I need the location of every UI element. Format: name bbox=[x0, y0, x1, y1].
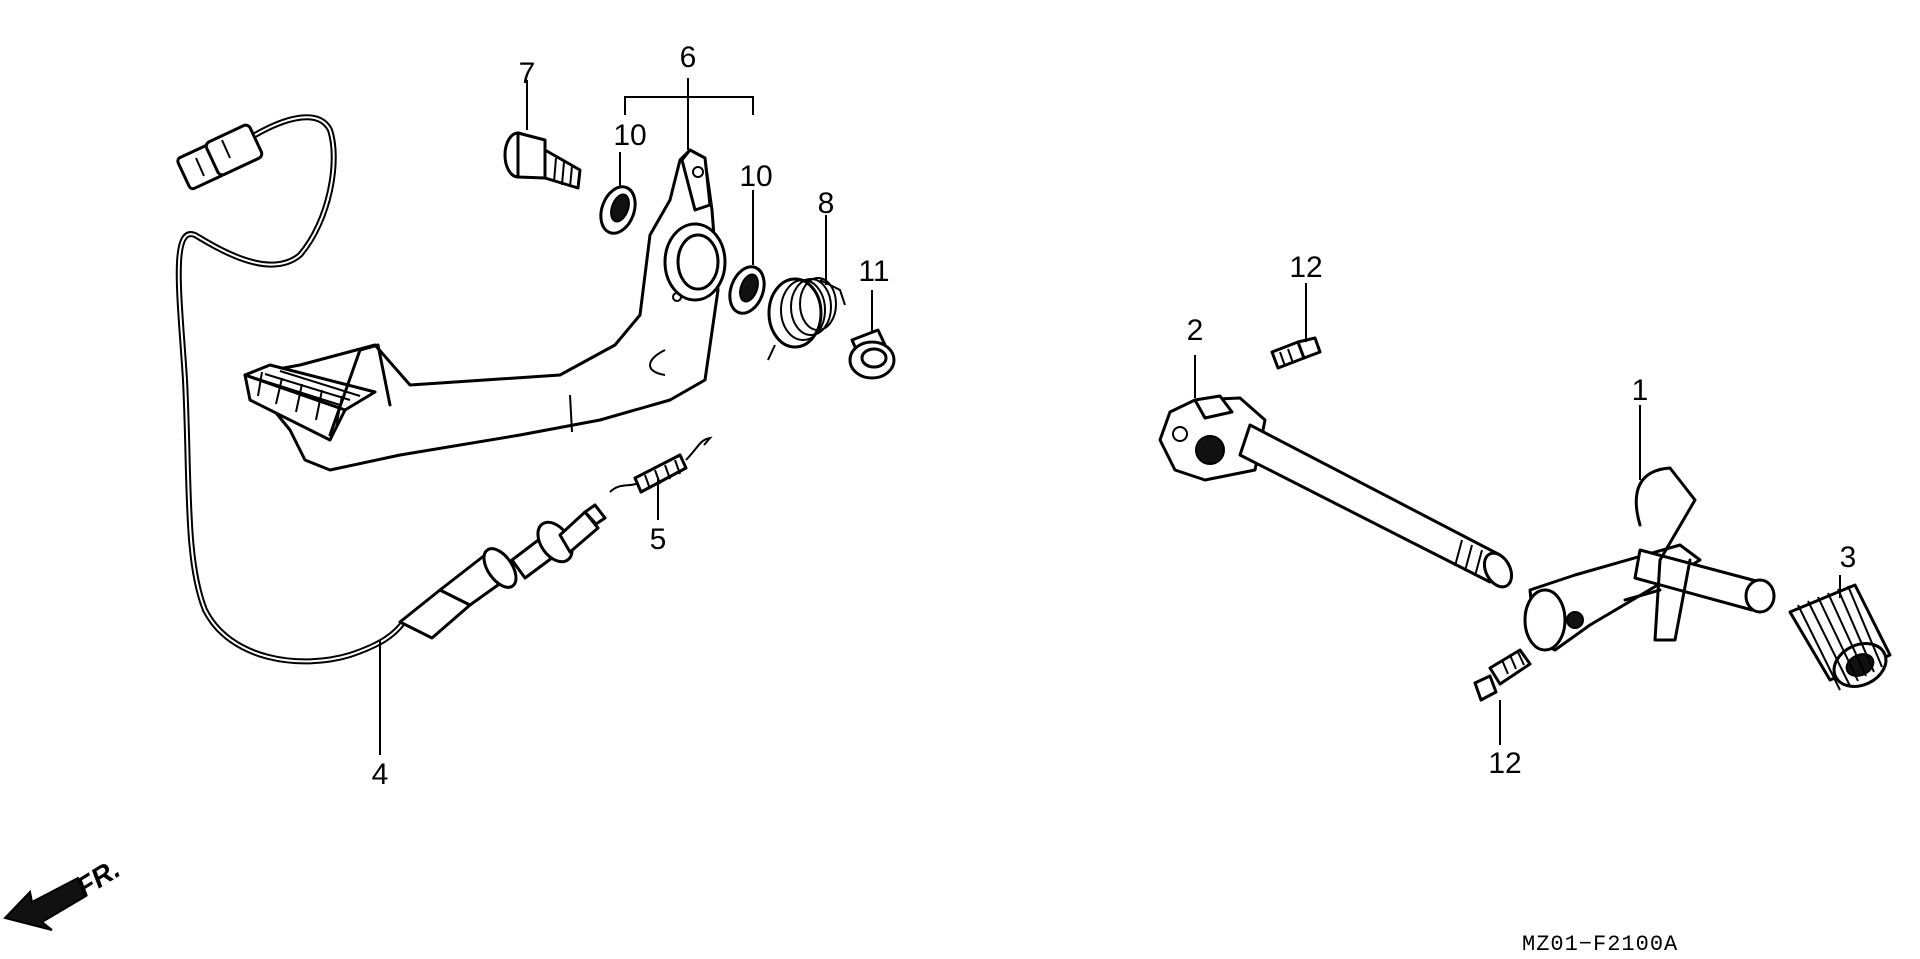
callout-7: 7 bbox=[519, 57, 536, 90]
callout-12-upper: 12 bbox=[1289, 251, 1322, 284]
oil-seal-left bbox=[599, 185, 637, 235]
pedal-spring bbox=[609, 436, 713, 494]
oil-seal-right bbox=[728, 265, 766, 315]
callout-10-left: 10 bbox=[613, 119, 646, 152]
callout-10-right: 10 bbox=[739, 160, 772, 193]
diagram-code: MZ01−F2100A bbox=[1522, 932, 1678, 957]
pivot-bolt bbox=[503, 131, 582, 190]
callout-12-lower: 12 bbox=[1488, 747, 1521, 780]
callout-1: 1 bbox=[1632, 374, 1649, 407]
front-direction-indicator: FR. bbox=[3, 853, 125, 931]
callout-6: 6 bbox=[680, 41, 697, 74]
callout-2: 2 bbox=[1187, 314, 1204, 347]
brake-pedal bbox=[243, 148, 727, 472]
callout-5: 5 bbox=[650, 523, 667, 556]
return-spring bbox=[767, 277, 846, 361]
flange-bolt-lower bbox=[1473, 648, 1532, 702]
callout-8: 8 bbox=[818, 187, 835, 220]
rubber-peg bbox=[1788, 583, 1892, 691]
callout-11: 11 bbox=[858, 255, 889, 288]
flange-bolt-upper bbox=[1270, 336, 1322, 370]
brake-switch-assembly bbox=[175, 114, 607, 665]
callout-3: 3 bbox=[1840, 541, 1857, 574]
wire-connector bbox=[176, 123, 264, 191]
gearshift-pedal bbox=[1523, 466, 1776, 652]
brake-switch-body bbox=[398, 503, 607, 640]
collar-nut bbox=[848, 328, 896, 380]
gearshift-arm bbox=[1158, 394, 1514, 589]
callout-4: 4 bbox=[372, 758, 389, 791]
leader-lines bbox=[379, 78, 1841, 755]
